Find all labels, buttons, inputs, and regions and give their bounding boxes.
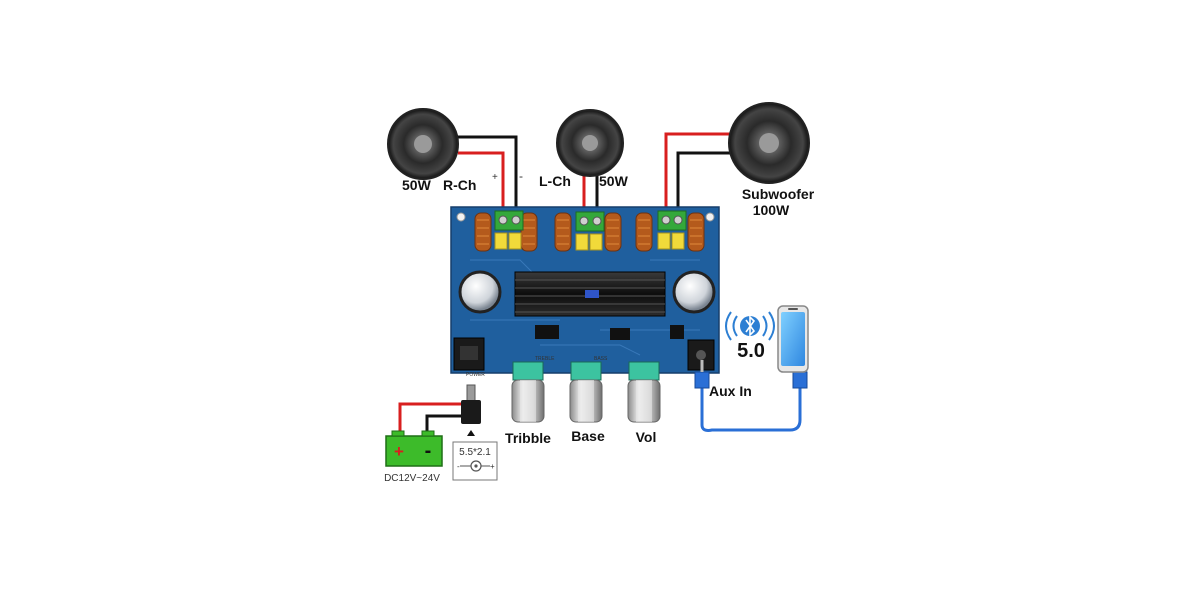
treble-knob (511, 379, 545, 423)
right-channel-label: R-Ch (443, 177, 476, 193)
battery-voltage: DC12V~24V (384, 473, 440, 484)
minus-sign: - (519, 169, 523, 183)
speaker-icon (556, 109, 624, 177)
speaker-wires (458, 132, 735, 215)
left-channel-label: L-Ch (539, 173, 571, 189)
electrolytic-capacitors (458, 270, 716, 314)
silk-treble: TREBLE (535, 356, 555, 362)
battery-icon (385, 430, 443, 467)
right-speaker-power-label: 50W (402, 177, 432, 193)
aux-cable (694, 360, 808, 432)
speaker-icon (728, 102, 810, 184)
silk-power: POWER (466, 372, 485, 378)
dc-plug (461, 384, 481, 436)
bass-knob (569, 379, 603, 423)
speaker-terminals (494, 210, 687, 232)
phone-icon (777, 305, 809, 373)
treble-label: Tribble (505, 430, 551, 446)
power-wires (398, 402, 463, 436)
dc-jack-icon (452, 441, 498, 481)
speaker-icon (387, 108, 459, 180)
volume-knob (627, 379, 661, 423)
silk-bass: BASS (594, 356, 608, 362)
film-capacitors (494, 232, 685, 251)
speaker-left (556, 109, 624, 177)
dc-jack-size: 5.5*2.1 (459, 447, 491, 458)
bluetooth-version: 5.0 (737, 340, 765, 362)
aux-in-label: Aux In (709, 383, 752, 399)
heatsink (514, 271, 666, 317)
bluetooth-icon (725, 311, 775, 341)
plus-sign: + (492, 172, 498, 183)
amplifier-board: POWER TREBLE BASS (450, 206, 720, 381)
subwoofer-power-label: 100W (753, 202, 790, 218)
dc-jack-minus: - (457, 462, 460, 471)
dc-jack-plus: + (490, 462, 495, 471)
volume-label: Vol (636, 429, 657, 445)
speaker-right (387, 108, 459, 180)
inductors (474, 212, 705, 252)
battery-plus: + (394, 442, 404, 461)
subwoofer-label: Subwoofer (742, 186, 815, 202)
left-speaker-power-label: 50W (599, 173, 629, 189)
speaker-subwoofer (728, 102, 810, 184)
bass-label: Base (571, 428, 605, 444)
battery-minus: - (425, 440, 432, 462)
